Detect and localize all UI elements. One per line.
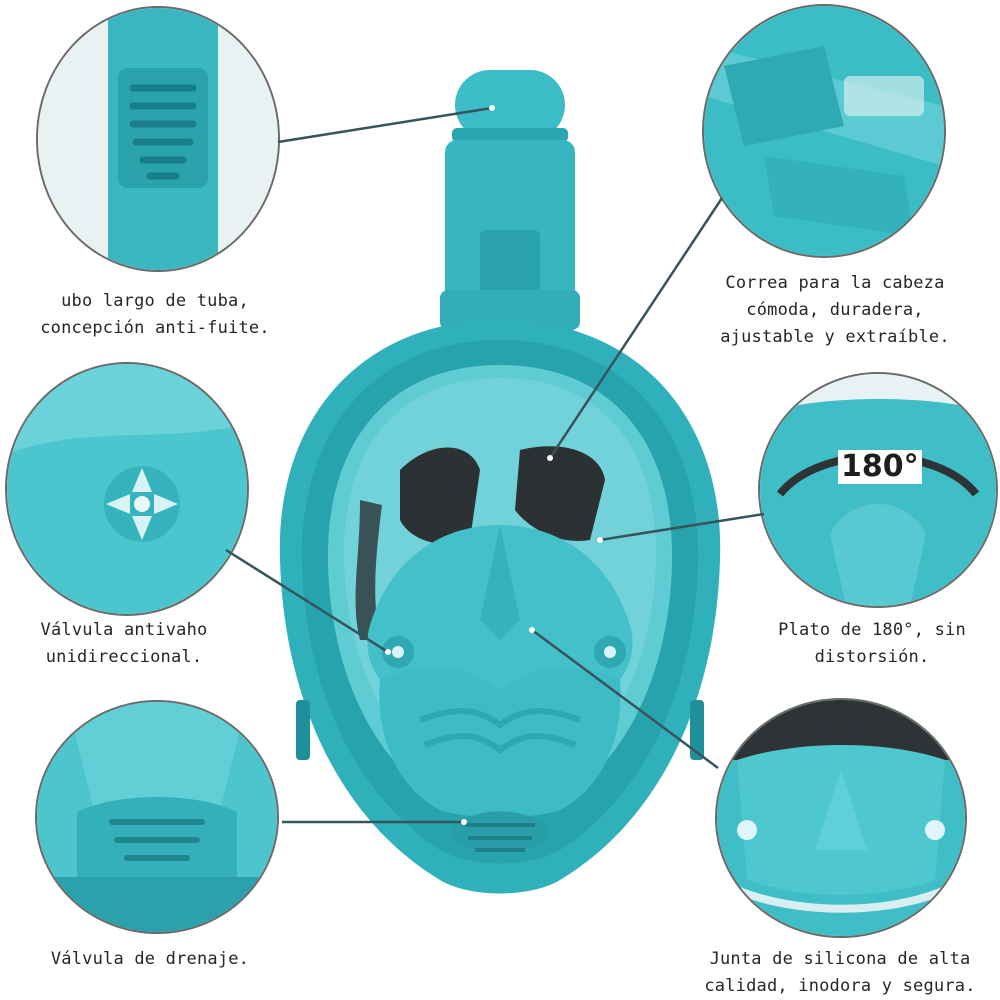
lens-detail-image [760,374,996,606]
caption-seal: Junta de silicona de alta calidad, inodo… [704,949,976,996]
seal-detail-image [717,700,965,936]
detail-circle-snorkel [36,6,280,272]
detail-circle-seal [715,698,967,938]
strap-detail-image [704,6,944,256]
snorkel-detail-image [38,8,278,270]
caption-lens: Plato de 180°, sin distorsión. [778,620,966,667]
caption-strap: Correa para la cabeza cómoda, duradera, … [720,273,950,347]
detail-circle-lens: 180° [758,372,998,608]
caption-snorkel: ubo largo de tuba, concepción anti-fuite… [40,291,270,338]
detail-circle-valve [5,362,249,616]
detail-circle-drain [35,700,279,934]
caption-valve: Válvula antivaho unidireccional. [40,620,208,667]
caption-drain: Válvula de drenaje. [50,949,250,969]
angle-badge: 180° [838,450,922,484]
drain-detail-image [37,702,277,932]
detail-circle-strap [702,4,946,258]
valve-detail-image [7,364,247,614]
